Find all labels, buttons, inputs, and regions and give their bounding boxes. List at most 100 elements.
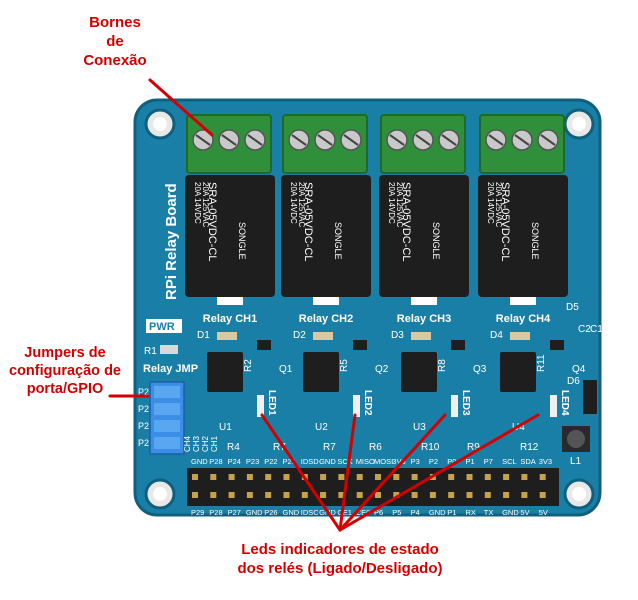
relay-brand: SONGLE [237, 222, 247, 260]
relay-model-text: SRA-05VDC-CL [302, 182, 314, 261]
resistor-opto-label: R7 [273, 442, 286, 453]
optocoupler [303, 352, 339, 392]
header-pin-label: SDA [520, 457, 535, 466]
header-pin-label: 3V3 [392, 457, 405, 466]
relay-label: Relay CH2 [299, 313, 353, 325]
header-pin-label: P21 [283, 457, 296, 466]
resistor-led-label: R7 [323, 442, 336, 453]
header-pin-label: P7 [484, 457, 493, 466]
callout-leds-line-2: dos relés (Ligado/Desligado) [237, 559, 443, 577]
gpio-header [187, 468, 559, 506]
header-pin-label: P29 [191, 508, 204, 517]
header-pin-label: SCL [502, 457, 517, 466]
callout-jumpers-line-1: Jumpers de [24, 345, 106, 361]
jumper-pin-label: P2 [138, 387, 149, 397]
status-led [451, 395, 458, 417]
relay-rating-1: 20A 14VDC [193, 182, 202, 224]
transistor-label: Q4 [572, 364, 586, 375]
callout-jumpers-line-3: porta/GPIO [26, 381, 104, 398]
optocoupler-label: U2 [315, 422, 328, 433]
relay-rating-2: 20A 125VAC [494, 182, 503, 227]
optocoupler [500, 352, 536, 392]
transistor [451, 340, 465, 350]
callout-terminals-line-2: de [106, 32, 124, 50]
optocoupler [207, 352, 243, 392]
jumper-channel-label: CH1 [210, 435, 219, 452]
header-pin-label: P1 [466, 457, 475, 466]
header-pin-label: P1 [447, 508, 456, 517]
l1-label: L1 [570, 456, 582, 467]
led-label: LED4 [559, 390, 570, 416]
terminal-block [186, 114, 272, 174]
r1-label: R1 [144, 346, 157, 357]
header-pin-label: MISO [356, 457, 375, 466]
relay-rating-2: 20A 125VAC [201, 182, 210, 227]
header-pin-label: IDSC [301, 508, 320, 517]
header-pin-label: P22 [264, 457, 277, 466]
header-pin-label: P24 [228, 457, 241, 466]
relay-label: Relay CH3 [397, 313, 451, 325]
mounting-holes [144, 108, 595, 510]
callout-leds-line-1: Leds indicadores de estado [241, 541, 439, 558]
header-pin-label: GND [191, 457, 208, 466]
led-label: LED3 [460, 390, 471, 416]
jumper-pin-label: P2 [138, 438, 149, 448]
diode-label: D1 [197, 330, 210, 341]
callout-terminals-line-3: Conexão [83, 51, 147, 69]
header-pin-label: RX [466, 508, 476, 517]
annotation-lines [108, 78, 540, 532]
header-pin-label: P28 [209, 508, 222, 517]
status-led [353, 395, 360, 417]
jumper-pin-label: P2 [138, 421, 149, 431]
header-pin-label: P0 [447, 457, 456, 466]
resistor-led-label: R4 [227, 442, 240, 453]
diode [411, 332, 431, 340]
relay-rating-2: 20A 125VAC [297, 182, 306, 227]
header-pin-label: P6 [374, 508, 383, 517]
d5-label: D5 [566, 302, 579, 313]
jumper-channel-label: CH4 [183, 435, 192, 452]
pwr-label-box [146, 319, 182, 333]
header-pin-label: GND [246, 508, 263, 517]
header-pin-label: TX [484, 508, 494, 517]
diode [217, 332, 237, 340]
header-pin-label: P2 [429, 457, 438, 466]
c2-label: C2 [578, 324, 591, 335]
callout-terminals: Bornes de Conexão [60, 14, 170, 70]
resistor-opto-label: R9 [467, 442, 480, 453]
transistor [353, 340, 367, 350]
header-pin-label: GND [429, 508, 446, 517]
header-pin-label: CE0 [356, 508, 371, 517]
header-pin-label: MOSI [374, 457, 393, 466]
relay-label: Relay CH1 [203, 313, 257, 325]
diode-d6 [583, 380, 597, 414]
d6-label: D6 [567, 376, 580, 387]
jumper-channel-label: CH3 [192, 435, 201, 452]
board-title: RPi Relay Board [163, 183, 180, 300]
diode-label: D3 [391, 330, 404, 341]
header-pin-label: GND [319, 457, 336, 466]
optocoupler [401, 352, 437, 392]
header-pin-label: P3 [411, 457, 420, 466]
header-pin-label: 5V [539, 508, 548, 517]
header-pin-label: P4 [411, 508, 420, 517]
callout-jumpers-line-2: configuração de [9, 363, 121, 380]
relay-model-text: SRA-05VDC-CL [499, 182, 511, 261]
callout-terminals-line-1: Bornes [89, 14, 141, 31]
callout-leds: Leds indicadores de estado dos relés (Li… [210, 541, 470, 579]
diode [313, 332, 333, 340]
header-pin-label: GND [502, 508, 519, 517]
relay-model-text: SRA-05VDC-CL [400, 182, 412, 261]
terminal-block [282, 114, 368, 174]
transistor-label: Q3 [473, 364, 487, 375]
resistor-led-label: R12 [520, 442, 539, 453]
transistor [257, 340, 271, 350]
relay-brand: SONGLE [530, 222, 540, 260]
header-pin-label: P23 [246, 457, 259, 466]
